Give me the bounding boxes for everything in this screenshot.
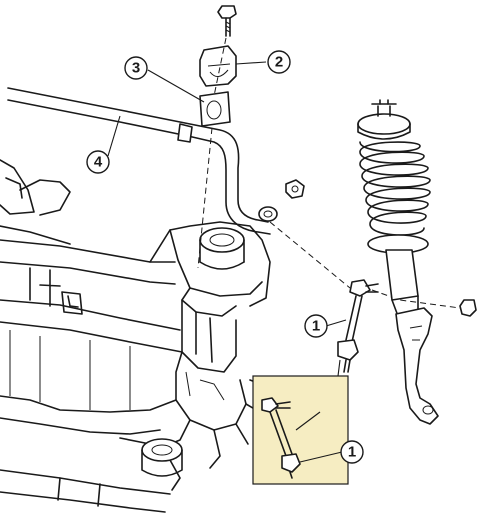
- strut-assembly: [357, 99, 477, 425]
- stabilizer-link: [337, 279, 379, 373]
- leader-stabilizer-link: [325, 319, 347, 327]
- stabilizer-link-nut: [285, 179, 305, 199]
- leader-stabilizer-bar: [107, 115, 121, 157]
- leader-bushing: [147, 69, 205, 103]
- bushing-bracket: [199, 45, 237, 87]
- subframe: [0, 159, 281, 513]
- callout-label: 1: [348, 444, 356, 461]
- callout-label: 2: [275, 54, 283, 71]
- callout-stabilizer-link: 1: [304, 314, 328, 338]
- callout-stabilizer-bar: 4: [86, 150, 110, 174]
- bushing: [199, 91, 231, 127]
- callout-bushing-bracket: 2: [267, 50, 291, 74]
- bracket-bolt: [217, 5, 237, 37]
- callout-bushing: 3: [124, 56, 148, 80]
- callout-label: 4: [94, 154, 103, 171]
- callout-label: 3: [132, 60, 140, 77]
- stabilizer-bar: [7, 87, 278, 235]
- callout-label: 1: [312, 318, 320, 335]
- inset-panel: [252, 375, 349, 485]
- callout-inset-stabilizer-link: 1: [340, 440, 364, 464]
- leader-bushing-bracket: [235, 61, 267, 65]
